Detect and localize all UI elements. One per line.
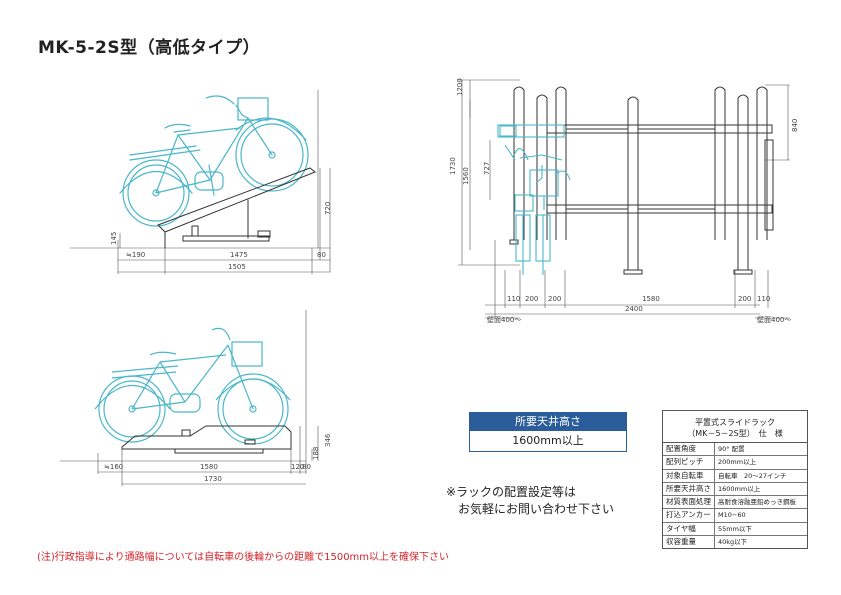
spec-value: 1600mm以上 (718, 484, 761, 493)
spec-row: 材質表面処理高耐食溶融亜鉛めっき鋼板 (663, 496, 807, 510)
bicycle-high (119, 95, 309, 227)
dim-1730-front: 1730 (449, 157, 457, 175)
bicycle-low (94, 327, 291, 445)
dim-1505: 1505 (228, 263, 246, 271)
dim-120: 120 (291, 463, 304, 471)
spec-value: 55mm以下 (718, 524, 752, 533)
wall-left-label: 壁面400〜 (487, 315, 521, 324)
spec-key: タイヤ幅 (663, 522, 715, 536)
dim-80: 80 (317, 251, 326, 259)
rack-front (509, 86, 774, 275)
dims-front (458, 79, 790, 319)
dim-2400: 2400 (625, 305, 643, 313)
wall-right-label: 壁面400〜 (757, 315, 791, 324)
dim-188: 188 (312, 447, 320, 460)
dim-1475: 1475 (230, 251, 248, 259)
rack-low (121, 425, 292, 454)
dim-200-b: 200 (548, 295, 561, 303)
dim-1580-front: 1580 (642, 295, 660, 303)
dim-200-a: 200 (525, 295, 538, 303)
footnote: (注)行政指導により通路幅については自転車の後輪からの距離で1500mm以上を確… (37, 552, 450, 563)
dim-110-right: 110 (757, 295, 770, 303)
side-view-high: ≒190 1475 1505 80 720 145 (69, 89, 332, 275)
page-title: MK-5-2S型（高低タイプ） (38, 38, 261, 58)
spec-key: 配置角度 (663, 443, 715, 456)
dim-720: 720 (324, 202, 332, 215)
spec-row: 対象自転車自転車 20〜27インチ (663, 469, 807, 483)
spec-header-line1: 平置式スライドラック (695, 418, 775, 427)
spec-value: 自転車 20〜27インチ (718, 471, 787, 480)
spec-value: M10−60 (718, 511, 746, 520)
dim-110-left: 110 (507, 295, 520, 303)
ceiling-height-label: 所要天井高さ (470, 413, 626, 431)
spec-key: 収容重量 (663, 536, 715, 549)
note-line-1: ※ラックの配置設定等は (446, 485, 577, 499)
dim-190: ≒190 (126, 251, 145, 259)
spec-header-line2: （MK－5－2S型） 仕 様 (687, 429, 783, 438)
dim-840: 840 (791, 119, 799, 132)
dim-1730: 1730 (204, 475, 222, 483)
dims-low (60, 310, 319, 486)
spec-value: 200mm以上 (718, 458, 757, 467)
dim-200-c: 200 (738, 295, 751, 303)
ceiling-height-box: 所要天井高さ 1600mm以上 (469, 412, 627, 452)
dim-160: ≒160 (104, 463, 123, 471)
rack-high (157, 167, 316, 249)
dim-1200: 1200 (456, 78, 464, 96)
spec-key: 打込アンカー (663, 509, 715, 522)
contact-note: ※ラックの配置設定等は お気軽にお問い合わせ下さい (446, 484, 614, 518)
spec-key: 材質表面処理 (663, 496, 715, 509)
side-view-low: ≒160 1580 120 80 1730 346 188 (60, 310, 332, 486)
dims-high (69, 89, 331, 275)
bicycles-front (497, 124, 571, 275)
spec-value: 高耐食溶融亜鉛めっき鋼板 (718, 498, 796, 507)
ceiling-height-value: 1600mm以上 (512, 434, 584, 447)
spec-header: 平置式スライドラック （MK－5－2S型） 仕 様 (663, 411, 807, 443)
dim-1560: 1560 (462, 167, 470, 185)
spec-value: 90° 配置 (718, 445, 745, 453)
spec-value: 40kg以下 (718, 538, 748, 547)
front-view: 1200 1730 1560 727 840 110 200 200 1580 … (449, 78, 799, 324)
spec-key: 対象自転車 (663, 469, 715, 482)
spec-key: 配列ピッチ (663, 456, 715, 469)
dim-1580: 1580 (200, 463, 218, 471)
dim-727: 727 (483, 162, 491, 175)
note-line-2: お気軽にお問い合わせ下さい (458, 502, 615, 516)
spec-key: 所要天井高さ (663, 482, 715, 496)
dim-145: 145 (110, 232, 118, 245)
dim-346: 346 (324, 433, 332, 447)
dim-80-low: 80 (302, 463, 311, 471)
